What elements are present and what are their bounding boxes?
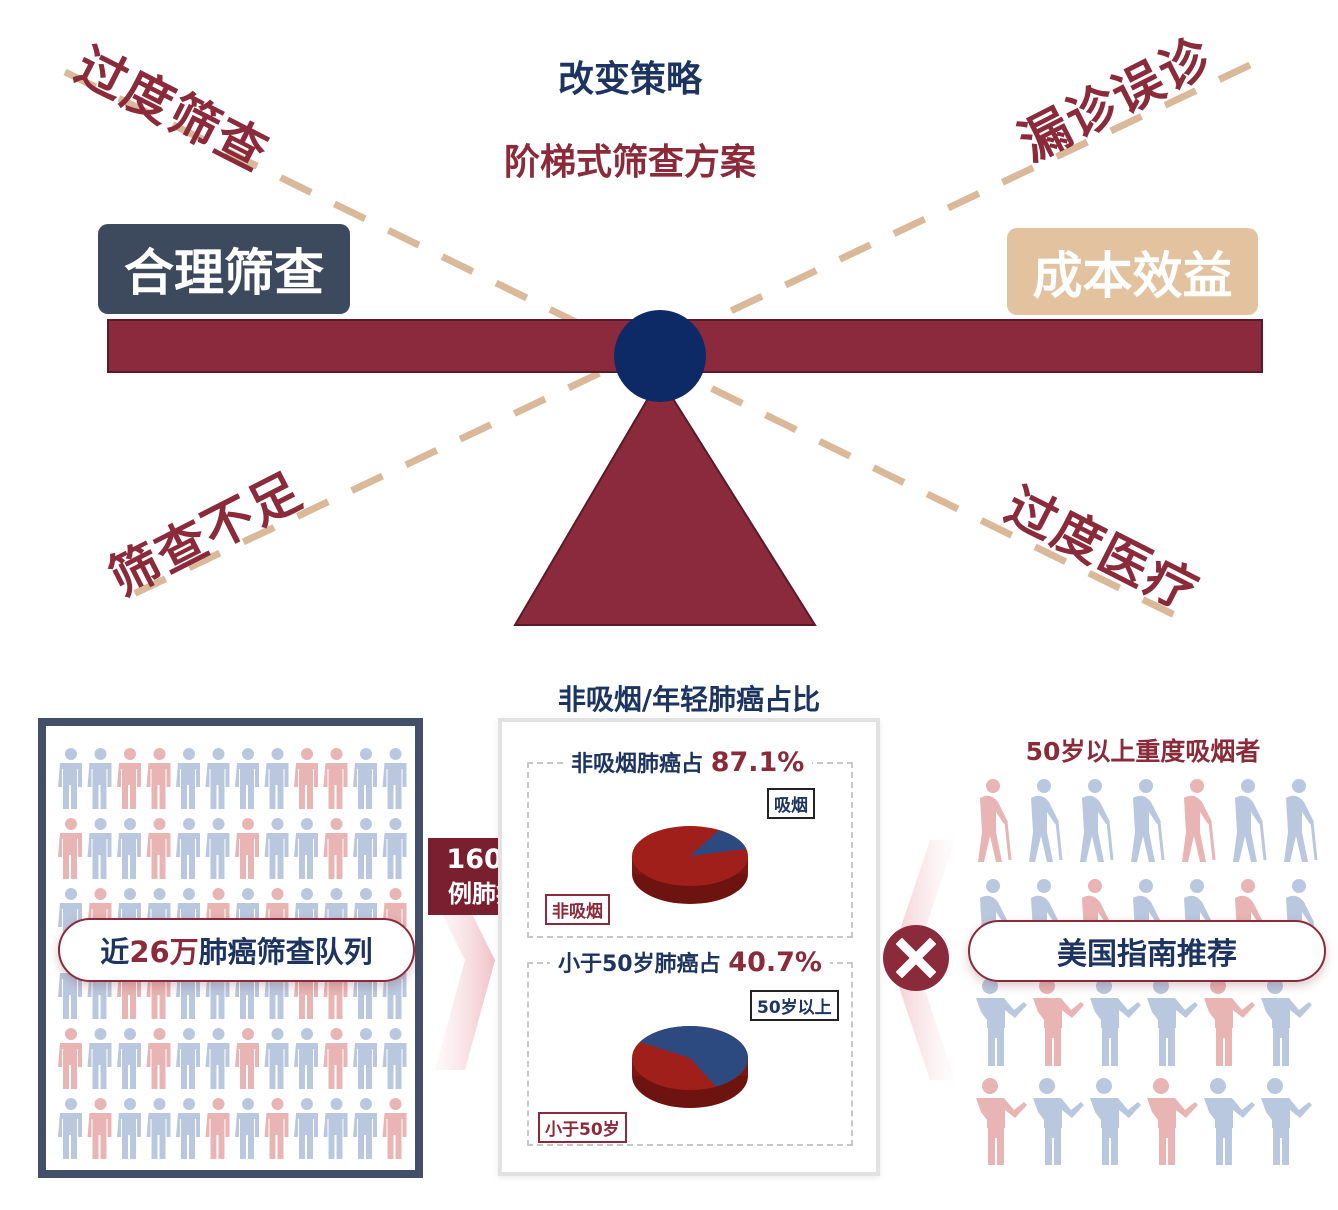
x-circle-icon (883, 925, 949, 991)
person-icon (176, 818, 200, 879)
smoker-person-icon (1261, 1078, 1312, 1165)
pie-charts (632, 826, 748, 1108)
person-icon (176, 748, 200, 809)
person-icon (146, 818, 171, 879)
person-icon (205, 1028, 230, 1089)
smoker-person-icon (1033, 978, 1084, 1066)
person-icon (87, 1098, 112, 1159)
elderly-person-icon (1182, 779, 1216, 862)
age-percent: 40.7% (728, 947, 822, 978)
cohort-prefix: 近 (100, 935, 130, 969)
strategy-title: 改变策略 (557, 59, 702, 100)
person-icon (294, 1028, 318, 1089)
person-icon (353, 1098, 377, 1159)
smoker-person-icon (1090, 978, 1141, 1066)
person-icon (353, 1028, 377, 1089)
guideline-title: 50岁以上重度吸烟者 (1025, 737, 1261, 766)
person-icon (353, 748, 377, 809)
person-icon (117, 748, 141, 809)
smoker-person-icon (976, 1078, 1027, 1165)
cohort-suffix: 肺癌筛查队列 (198, 935, 373, 969)
person-icon (205, 1098, 230, 1159)
elderly-person-icon (1284, 779, 1318, 862)
person-icon (235, 748, 259, 809)
callout-non-smoking: 非吸烟 (545, 894, 610, 925)
person-icon (87, 1028, 112, 1089)
person-icon (146, 1028, 171, 1089)
person-icon (87, 818, 112, 879)
person-icon (146, 748, 171, 809)
person-icon (294, 748, 318, 809)
plan-title: 阶梯式筛查方案 (503, 142, 756, 183)
chevron-arrow-icon (435, 900, 495, 1070)
person-icon (58, 1098, 82, 1159)
person-icon (58, 748, 82, 809)
person-icon (294, 818, 318, 879)
person-icon (382, 748, 407, 809)
smoker-person-icon (1147, 978, 1198, 1066)
smoking-subtitle: 非吸烟肺癌占 87.1% (563, 746, 813, 778)
pie-non-smoking (632, 826, 748, 904)
cohort-number: 26万 (129, 935, 199, 969)
person-icon (176, 1098, 200, 1159)
person-icon (382, 1028, 407, 1089)
person-icon (353, 818, 377, 879)
person-icon (323, 1028, 348, 1089)
smoking-percent: 87.1% (710, 747, 805, 778)
elderly-person-icon (1080, 779, 1114, 862)
person-icon (382, 818, 407, 879)
pie-slice-other (690, 830, 747, 856)
smoking-subtitle-text: 非吸烟肺癌占 (571, 752, 704, 777)
person-icon (294, 1098, 318, 1159)
person-icon (117, 1098, 141, 1159)
person-icon (235, 1028, 259, 1089)
person-icon (264, 1098, 289, 1159)
person-icon (235, 818, 259, 879)
cost-effectiveness-box: 成本效益 (1007, 228, 1258, 315)
person-icon (58, 1028, 82, 1089)
person-icon (264, 818, 289, 879)
person-icon (264, 1028, 289, 1089)
pivot-circle (614, 310, 706, 402)
person-icon (146, 1098, 171, 1159)
person-icon (58, 818, 82, 879)
smoker-person-icon (1147, 1078, 1198, 1165)
smoker-person-icon (1033, 1078, 1084, 1165)
person-icon (235, 1098, 259, 1159)
reasonable-screening-box: 合理筛查 (98, 224, 350, 314)
person-icon (117, 818, 141, 879)
smoker-people-grid (976, 779, 1318, 1165)
person-icon (382, 1098, 407, 1159)
smoker-person-icon (976, 978, 1027, 1066)
person-icon (117, 1028, 141, 1089)
callout-smoking: 吸烟 (767, 788, 815, 819)
callout-over-50: 50岁以上 (750, 990, 839, 1021)
person-icon (323, 818, 348, 879)
person-icon (87, 748, 112, 809)
fulcrum-triangle (513, 376, 817, 626)
age-subtitle: 小于50岁肺癌占 40.7% (550, 946, 830, 978)
us-guideline-pill: 美国指南推荐 (968, 920, 1326, 982)
person-icon (264, 748, 289, 809)
person-icon (205, 748, 230, 809)
elderly-person-icon (978, 779, 1012, 862)
ratio-title: 非吸烟/年轻肺癌占比 (557, 683, 821, 716)
balance-diagram (63, 61, 1263, 629)
smoker-person-icon (1090, 1078, 1141, 1165)
callout-under-50: 小于50岁 (538, 1112, 627, 1143)
smoker-person-icon (1204, 1078, 1255, 1165)
person-icon (176, 1028, 200, 1089)
smoker-person-icon (1204, 978, 1255, 1066)
elderly-person-icon (1029, 779, 1063, 862)
person-icon (323, 748, 348, 809)
person-icon (323, 1098, 348, 1159)
elderly-person-icon (1233, 779, 1267, 862)
smoker-person-icon (1261, 978, 1312, 1066)
pie-under-50 (632, 1026, 748, 1108)
age-subtitle-text: 小于50岁肺癌占 (558, 952, 721, 977)
elderly-person-icon (1131, 779, 1165, 862)
person-icon (205, 818, 230, 879)
pie-slice-other (639, 1026, 748, 1087)
